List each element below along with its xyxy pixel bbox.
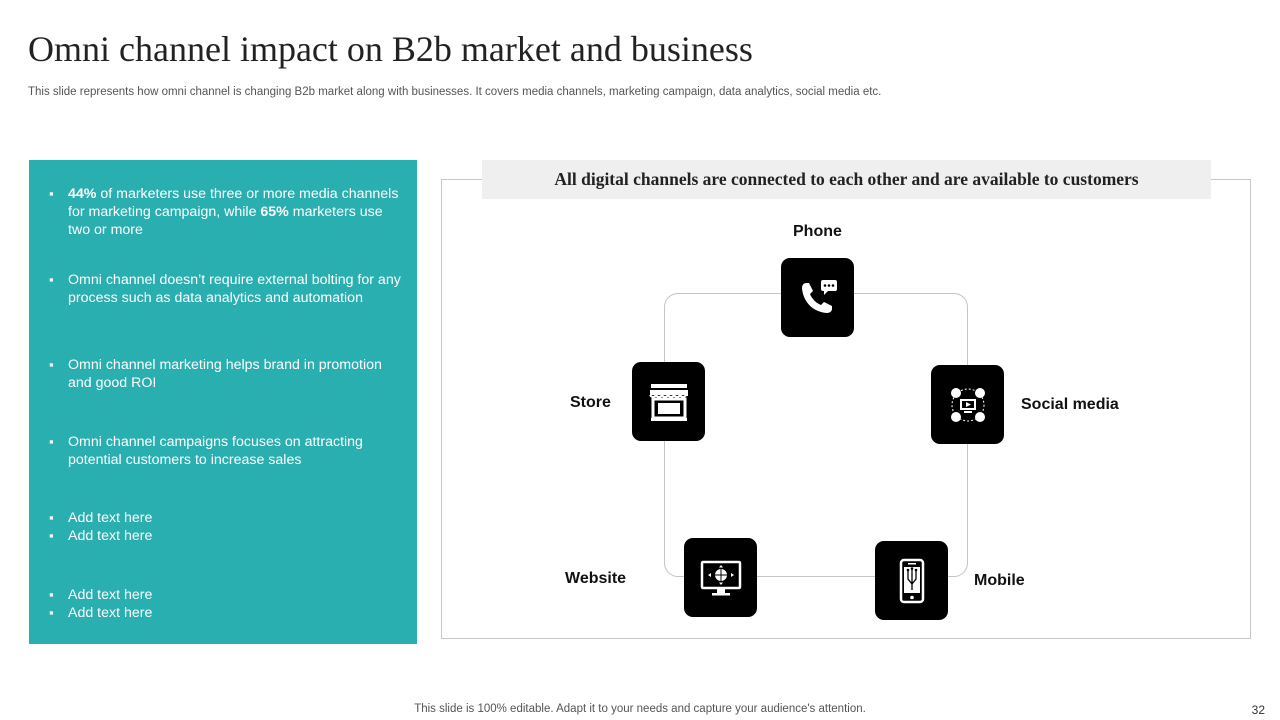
website-label: Website	[565, 570, 627, 587]
bullet-item: Add text here	[49, 586, 403, 604]
mobile-label: Mobile	[974, 572, 1025, 589]
bullet-item: Add text here	[49, 527, 403, 545]
slide-title: Omni channel impact on B2b market and bu…	[28, 29, 753, 69]
slide-footer: This slide is 100% editable. Adapt it to…	[414, 703, 866, 715]
bullet-item: 44% of marketers use three or more media…	[49, 185, 403, 239]
bullet-item: Add text here	[49, 509, 403, 527]
mobile-node	[875, 541, 948, 620]
storefront-icon	[648, 383, 688, 421]
bullet-highlight: 44%	[68, 186, 97, 202]
mobile-app-icon	[899, 558, 924, 603]
bullet-item: Omni channel campaigns focuses on attrac…	[49, 433, 403, 469]
diagram-banner: All digital channels are connected to ea…	[482, 160, 1211, 199]
phone-node	[781, 258, 854, 337]
bullet-item: Omni channel doesn’t require external bo…	[49, 271, 403, 307]
social-media-label: Social media	[1021, 396, 1119, 413]
social-network-icon	[950, 387, 985, 422]
social-media-node	[931, 365, 1004, 444]
store-node	[632, 362, 705, 441]
bullet-item: Add text here	[49, 604, 403, 622]
bullet-item: Omni channel marketing helps brand in pr…	[49, 356, 403, 392]
phone-label: Phone	[793, 223, 842, 240]
bullet-highlight: 65%	[260, 204, 289, 220]
slide-subtitle: This slide represents how omni channel i…	[28, 86, 882, 98]
phone-chat-icon	[801, 279, 837, 313]
website-globe-icon	[700, 560, 741, 595]
bullet-text: of marketers use three or more media cha…	[68, 186, 399, 220]
page-number: 32	[1251, 703, 1265, 717]
left-info-panel: 44% of marketers use three or more media…	[29, 160, 417, 644]
store-label: Store	[570, 394, 611, 411]
website-node	[684, 538, 757, 617]
bullet-text: marketers use two or more	[68, 204, 383, 238]
